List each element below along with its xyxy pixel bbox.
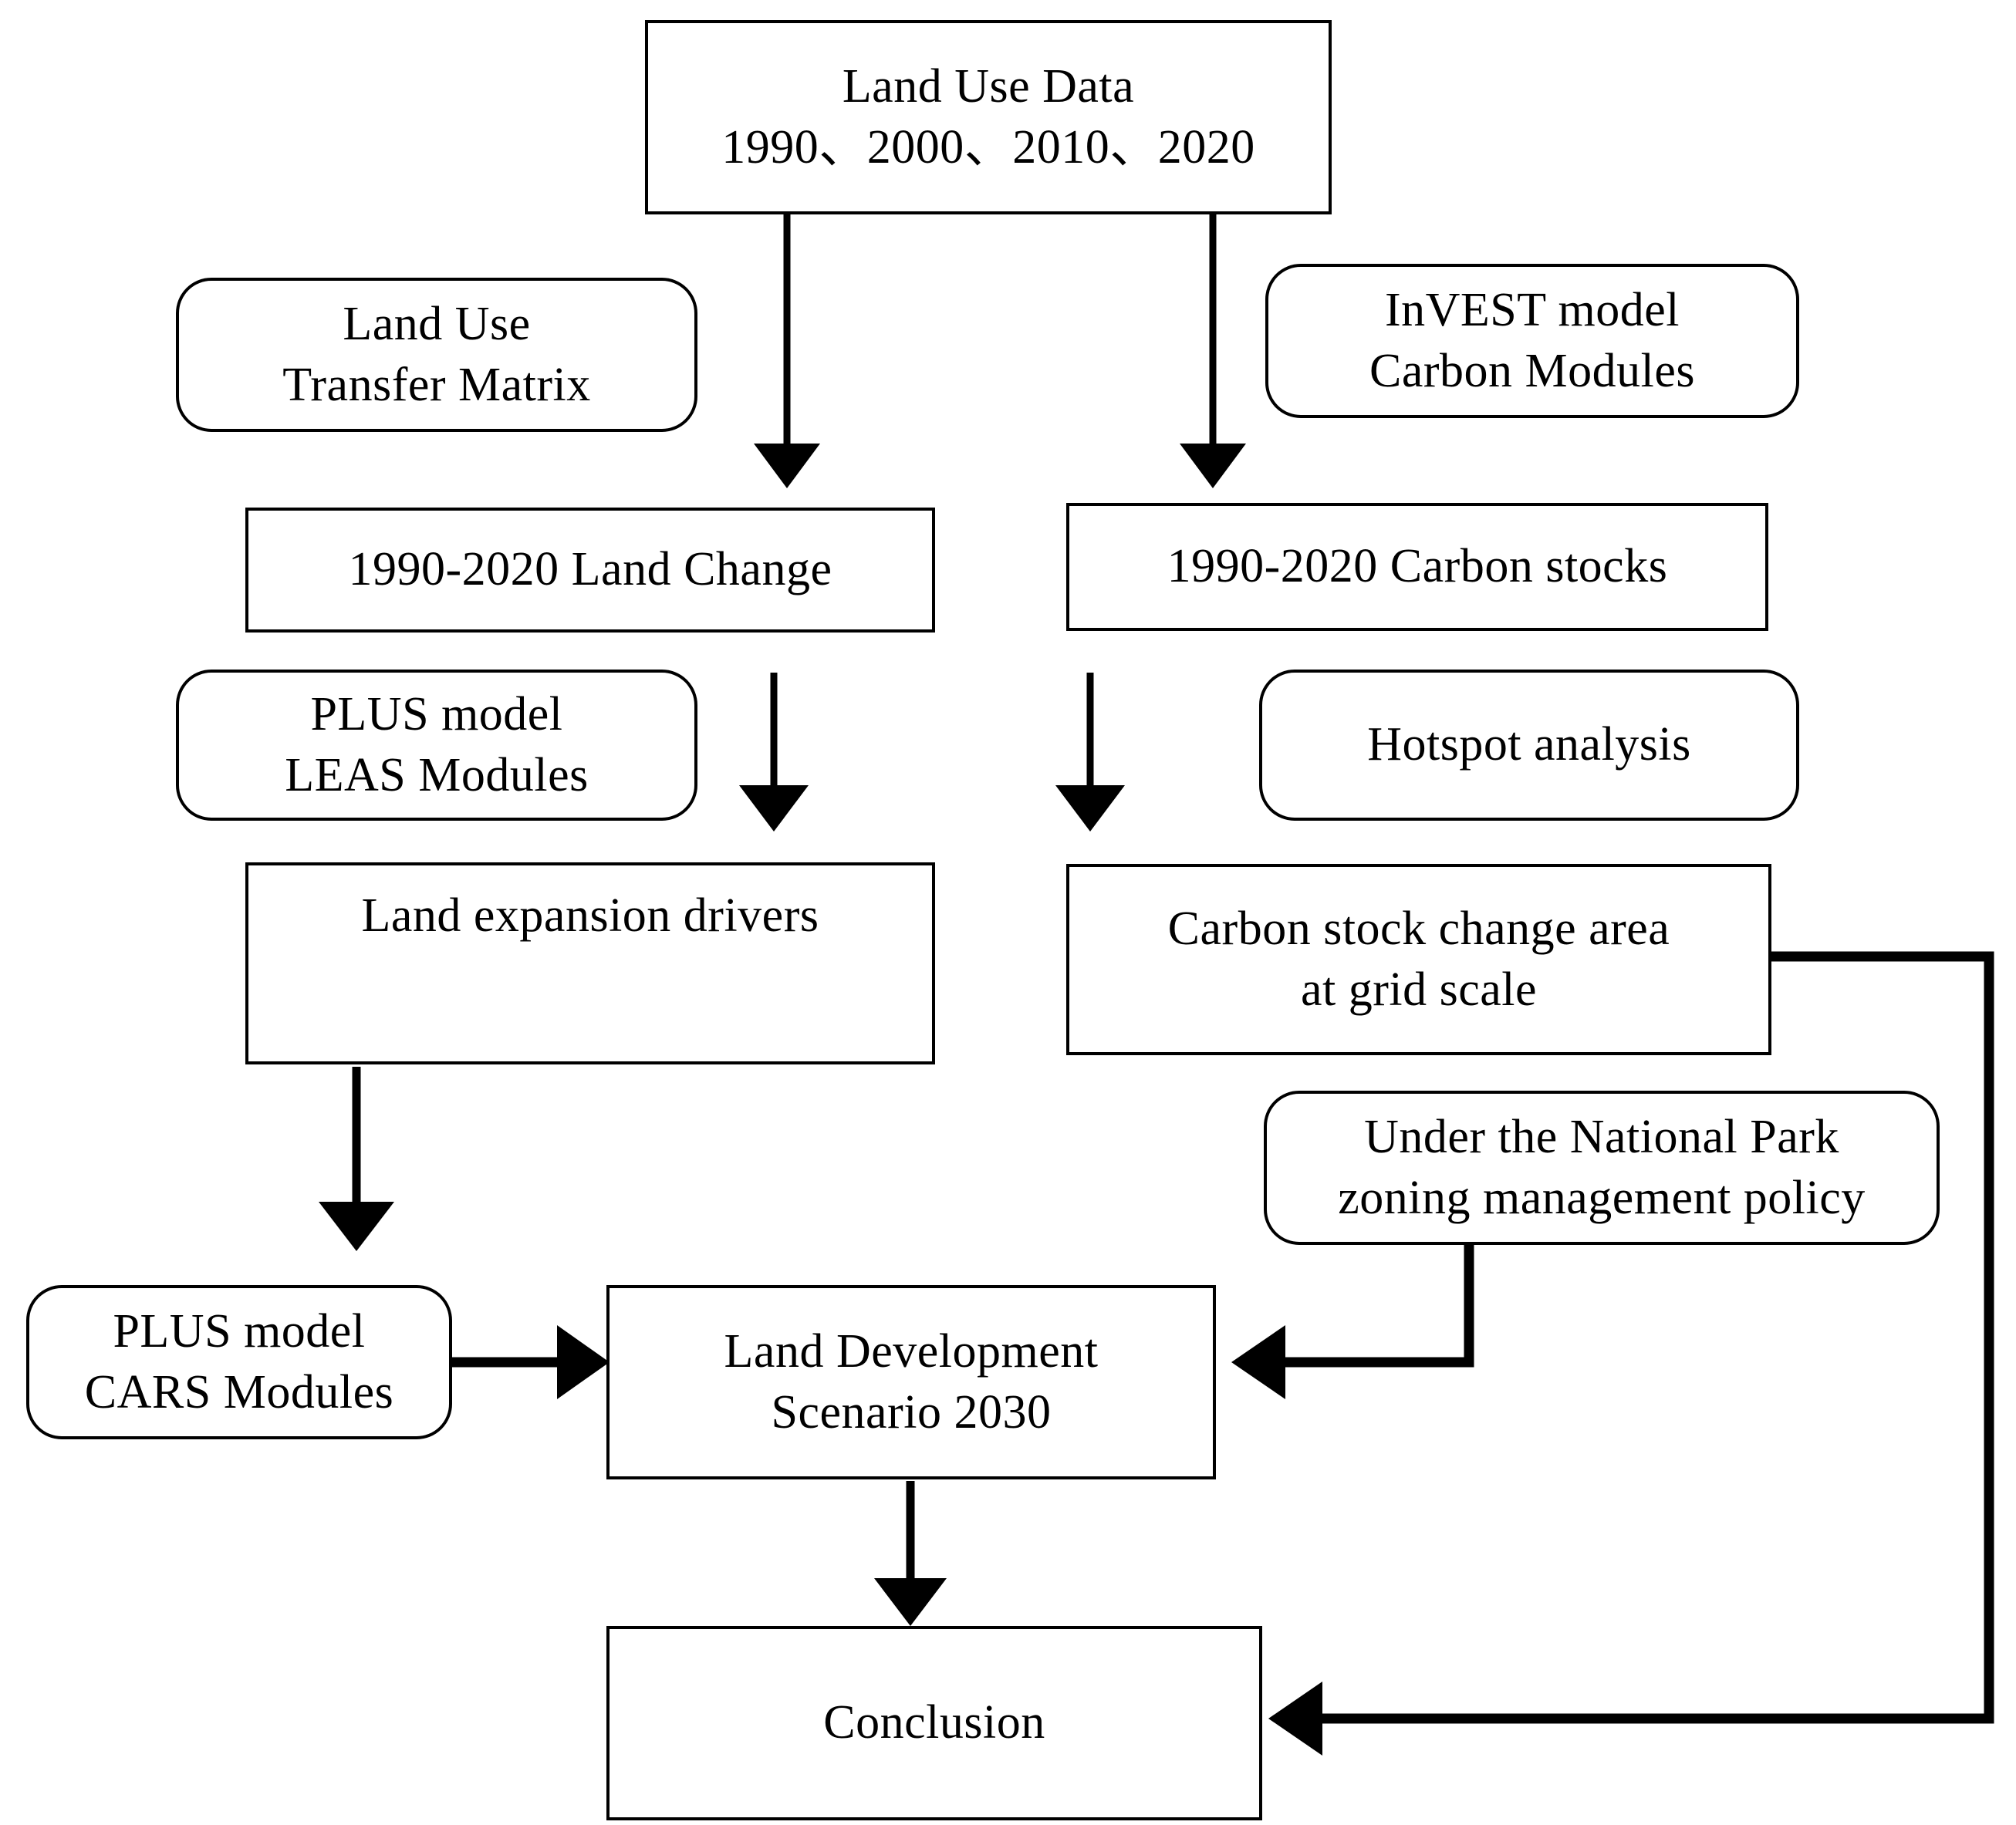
node-hotspot-analysis-label: Hotspot analysis	[1367, 718, 1691, 771]
node-carbon-stocks[interactable]: 1990-2020 Carbon stocks	[1066, 503, 1768, 631]
node-hotspot-analysis[interactable]: Hotspot analysis	[1259, 670, 1799, 821]
node-conclusion[interactable]: Conclusion	[606, 1626, 1262, 1820]
node-carbon-stock-change-area[interactable]: Carbon stock change area at grid scale	[1066, 864, 1771, 1055]
edge-land-expansion-drivers-to-land-development-scenario	[319, 1067, 394, 1251]
node-land-expansion-drivers-label: Land expansion drivers	[361, 889, 819, 942]
node-land-expansion-drivers[interactable]: Land expansion drivers	[245, 862, 935, 1064]
node-invest-model-carbon-modules-label: InVEST model Carbon Modules	[1369, 283, 1696, 397]
edge-land-use-data-to-land-change	[754, 214, 820, 488]
node-land-use-data[interactable]: Land Use Data 1990、2000、2010、2020	[645, 20, 1332, 214]
node-national-park-policy-label: Under the National Park zoning managemen…	[1338, 1110, 1866, 1224]
node-land-change[interactable]: 1990-2020 Land Change	[245, 508, 935, 633]
node-plus-model-cars-modules[interactable]: PLUS model CARS Modules	[26, 1285, 452, 1439]
node-plus-model-leas-modules[interactable]: PLUS model LEAS Modules	[176, 670, 697, 821]
node-land-change-label: 1990-2020 Land Change	[348, 543, 832, 596]
edge-national-park-policy-to-land-development-scenario	[1231, 1245, 1474, 1399]
node-national-park-policy[interactable]: Under the National Park zoning managemen…	[1264, 1091, 1940, 1245]
edge-land-change-to-land-expansion-drivers	[739, 673, 809, 832]
node-invest-model-carbon-modules[interactable]: InVEST model Carbon Modules	[1265, 264, 1799, 418]
node-carbon-stock-change-area-label: Carbon stock change area at grid scale	[1167, 902, 1670, 1016]
node-conclusion-label: Conclusion	[823, 1696, 1045, 1749]
node-plus-model-cars-modules-label: PLUS model CARS Modules	[84, 1304, 394, 1419]
node-land-development-scenario-label: Land Development Scenario 2030	[724, 1324, 1099, 1439]
node-plus-model-leas-modules-label: PLUS model LEAS Modules	[285, 687, 589, 801]
node-land-use-transfer-matrix-label: Land Use Transfer Matrix	[282, 297, 591, 411]
edge-land-development-scenario-to-conclusion	[874, 1481, 947, 1626]
node-land-use-data-label: Land Use Data 1990、2000、2010、2020	[721, 59, 1255, 174]
node-land-use-transfer-matrix[interactable]: Land Use Transfer Matrix	[176, 278, 697, 432]
edge-carbon-stock-change-area-to-conclusion	[1268, 951, 1994, 1756]
edge-land-use-data-to-carbon-stocks	[1180, 214, 1246, 488]
node-carbon-stocks-label: 1990-2020 Carbon stocks	[1167, 540, 1668, 593]
edge-carbon-stocks-to-carbon-stock-change-area	[1055, 673, 1125, 832]
node-land-development-scenario[interactable]: Land Development Scenario 2030	[606, 1285, 1216, 1479]
edge-plus-cars-to-land-development-scenario	[452, 1325, 610, 1399]
